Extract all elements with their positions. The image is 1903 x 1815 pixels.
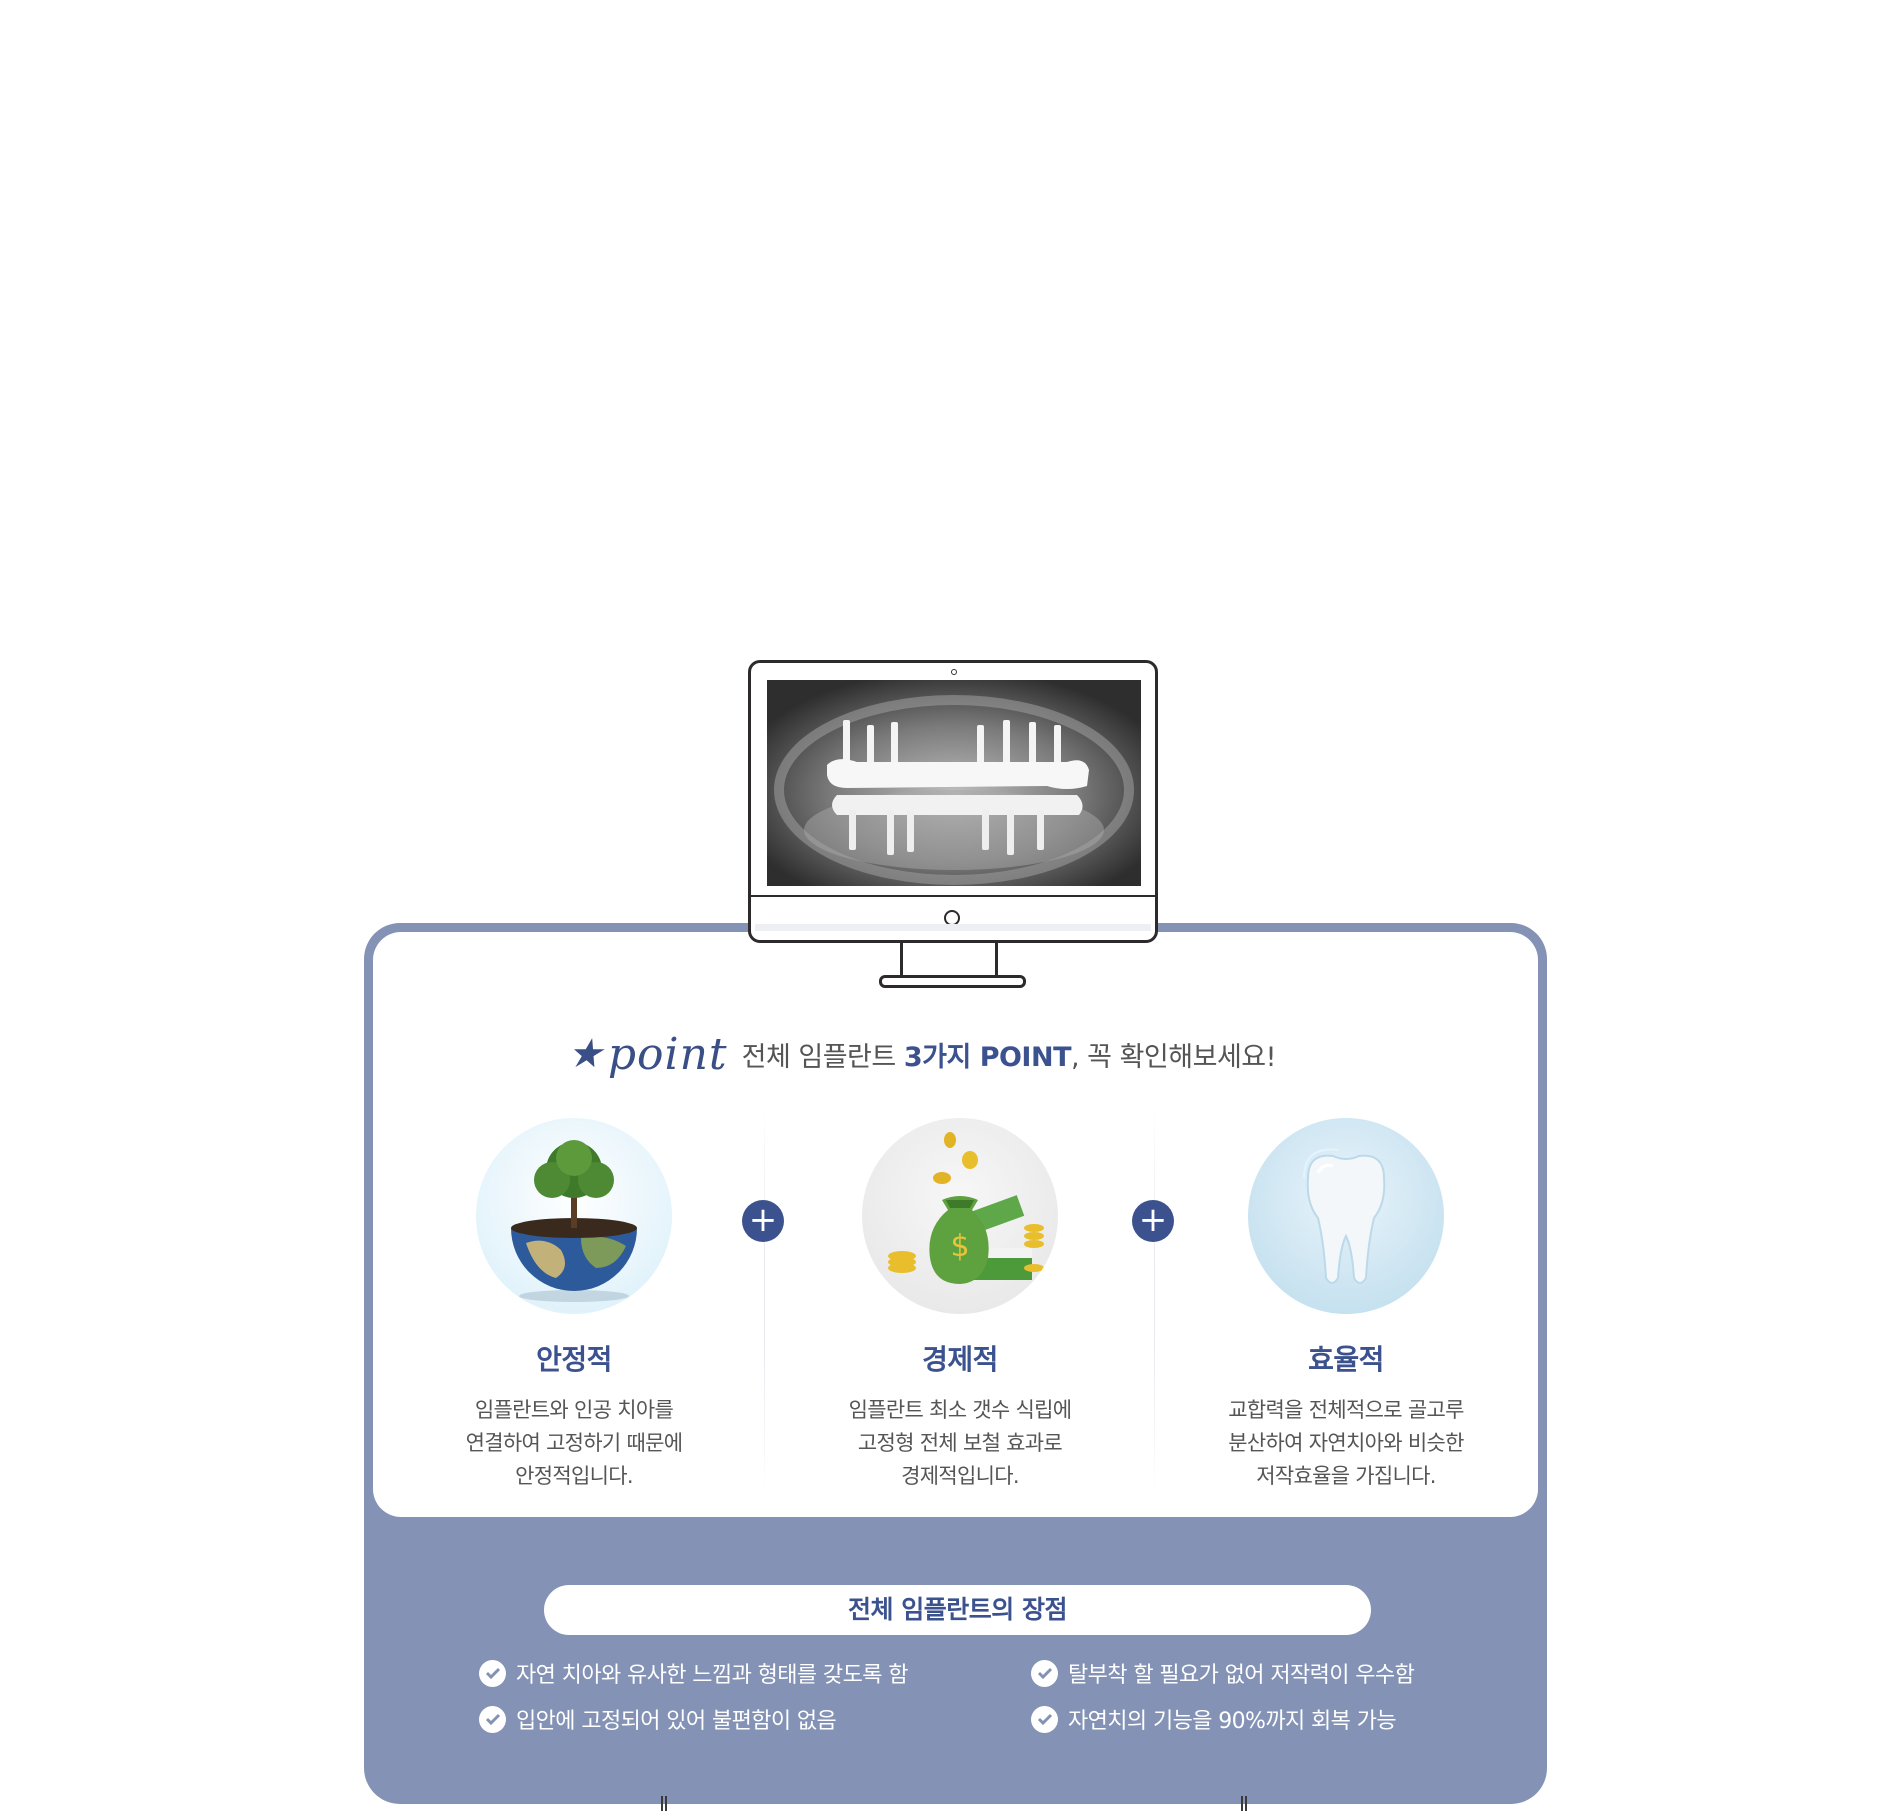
check-icon	[1031, 1705, 1058, 1733]
feature-economical: $ 경제적 임플란트 최소 갯수 식립에 고정형 전체 보철 효과로 경제적입니…	[810, 1118, 1110, 1493]
heading-text-emphasis: 3가지 POINT	[903, 1041, 1072, 1073]
advantage-item: 입안에 고정되어 있어 불편함이 없음	[479, 1703, 837, 1735]
feature-desc-line: 분산하여 자연치아와 비슷한	[1228, 1431, 1464, 1455]
monitor-chin	[755, 924, 1151, 931]
feature-desc: 임플란트 최소 갯수 식립에 고정형 전체 보철 효과로 경제적입니다.	[810, 1394, 1110, 1493]
monitor-icon	[748, 660, 1158, 990]
feature-title: 안정적	[536, 1343, 612, 1376]
feature-desc: 임플란트와 인공 치아를 연결하여 고정하기 때문에 안정적입니다.	[424, 1394, 724, 1493]
svg-text:$: $	[950, 1229, 969, 1264]
money-bag-icon: $	[862, 1118, 1058, 1314]
check-icon	[479, 1659, 506, 1687]
monitor-bezel	[748, 660, 1158, 943]
advantage-text: 자연 치아와 유사한 느낌과 형태를 갖도록 함	[516, 1663, 908, 1688]
advantage-text: 탈부착 할 필요가 없어 저작력이 우수함	[1068, 1663, 1415, 1688]
advantage-item: 자연치의 기능을 90%까지 회복 가능	[1031, 1703, 1397, 1735]
tooth-icon	[1248, 1118, 1444, 1314]
feature-desc-line: 고정형 전체 보철 효과로	[857, 1431, 1063, 1455]
feature-desc-line: 경제적입니다.	[901, 1464, 1019, 1488]
feature-stable: 안정적 임플란트와 인공 치아를 연결하여 고정하기 때문에 안정적입니다.	[424, 1118, 724, 1493]
feature-desc-line: 교합력을 전체적으로 골고루	[1228, 1398, 1464, 1422]
heading-text: 전체 임플란트 3가지 POINT, 꼭 확인해보세요!	[741, 1035, 1277, 1074]
plus-icon: +	[742, 1200, 784, 1242]
heading-text-pre: 전체 임플란트	[741, 1041, 904, 1073]
advantage-item: 자연 치아와 유사한 느낌과 형태를 갖도록 함	[479, 1657, 908, 1689]
check-icon	[1031, 1659, 1058, 1687]
column-divider	[764, 1100, 765, 1500]
monitor-base	[879, 975, 1026, 988]
points-heading: ★ point 전체 임플란트 3가지 POINT, 꼭 확인해보세요!	[567, 1024, 1367, 1084]
camera-dot	[951, 669, 957, 675]
feature-desc-line: 저작효율을 가집니다.	[1256, 1464, 1436, 1488]
feature-desc: 교합력을 전체적으로 골고루 분산하여 자연치아와 비슷한 저작효율을 가집니다…	[1196, 1394, 1496, 1493]
star-icon: ★	[567, 1031, 604, 1077]
advantages-title: 전체 임플란트의 장점	[544, 1585, 1371, 1635]
monitor-chin-line	[751, 895, 1155, 897]
monitor-neck	[900, 940, 998, 975]
plus-icon: +	[1132, 1200, 1174, 1242]
feature-desc-line: 임플란트 최소 갯수 식립에	[848, 1398, 1072, 1422]
advantage-text: 자연치의 기능을 90%까지 회복 가능	[1068, 1709, 1397, 1734]
feature-desc-line: 임플란트와 인공 치아를	[474, 1398, 674, 1422]
feature-title: 경제적	[922, 1343, 998, 1376]
advantage-item: 탈부착 할 필요가 없어 저작력이 우수함	[1031, 1657, 1415, 1689]
point-logo-text: point	[607, 1028, 728, 1080]
globe-tree-icon	[476, 1118, 672, 1314]
point-logo: ★ point	[567, 1029, 728, 1080]
check-icon	[479, 1705, 506, 1733]
feature-efficient: 효율적 교합력을 전체적으로 골고루 분산하여 자연치아와 비슷한 저작효율을 …	[1196, 1118, 1496, 1493]
heading-text-post: , 꼭 확인해보세요!	[1071, 1041, 1276, 1073]
xray-image	[767, 680, 1141, 886]
feature-desc-line: 연결하여 고정하기 때문에	[465, 1431, 683, 1455]
advantage-text: 입안에 고정되어 있어 불편함이 없음	[516, 1709, 837, 1734]
feature-title: 효율적	[1308, 1343, 1384, 1376]
column-divider	[1154, 1100, 1155, 1500]
implant-pin-icon	[660, 1796, 668, 1811]
feature-desc-line: 안정적입니다.	[515, 1464, 633, 1488]
implant-pin-icon	[1240, 1796, 1248, 1811]
